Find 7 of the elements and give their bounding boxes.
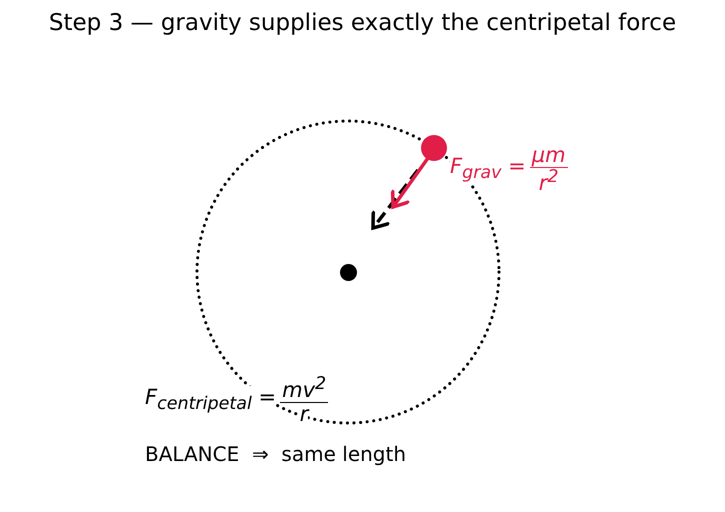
title: Step 3 — gravity supplies exactly the centripetal force: [48, 10, 678, 36]
formula-label: F$_{centripetal}$ =: [145, 386, 276, 415]
central-body: [340, 264, 356, 280]
formula-label: F$_{grav}$ =: [450, 155, 526, 184]
numerator: mv$^{2}$: [280, 375, 328, 404]
note: BALANCE ⇒ same length: [145, 442, 406, 466]
satellite: [421, 135, 447, 161]
